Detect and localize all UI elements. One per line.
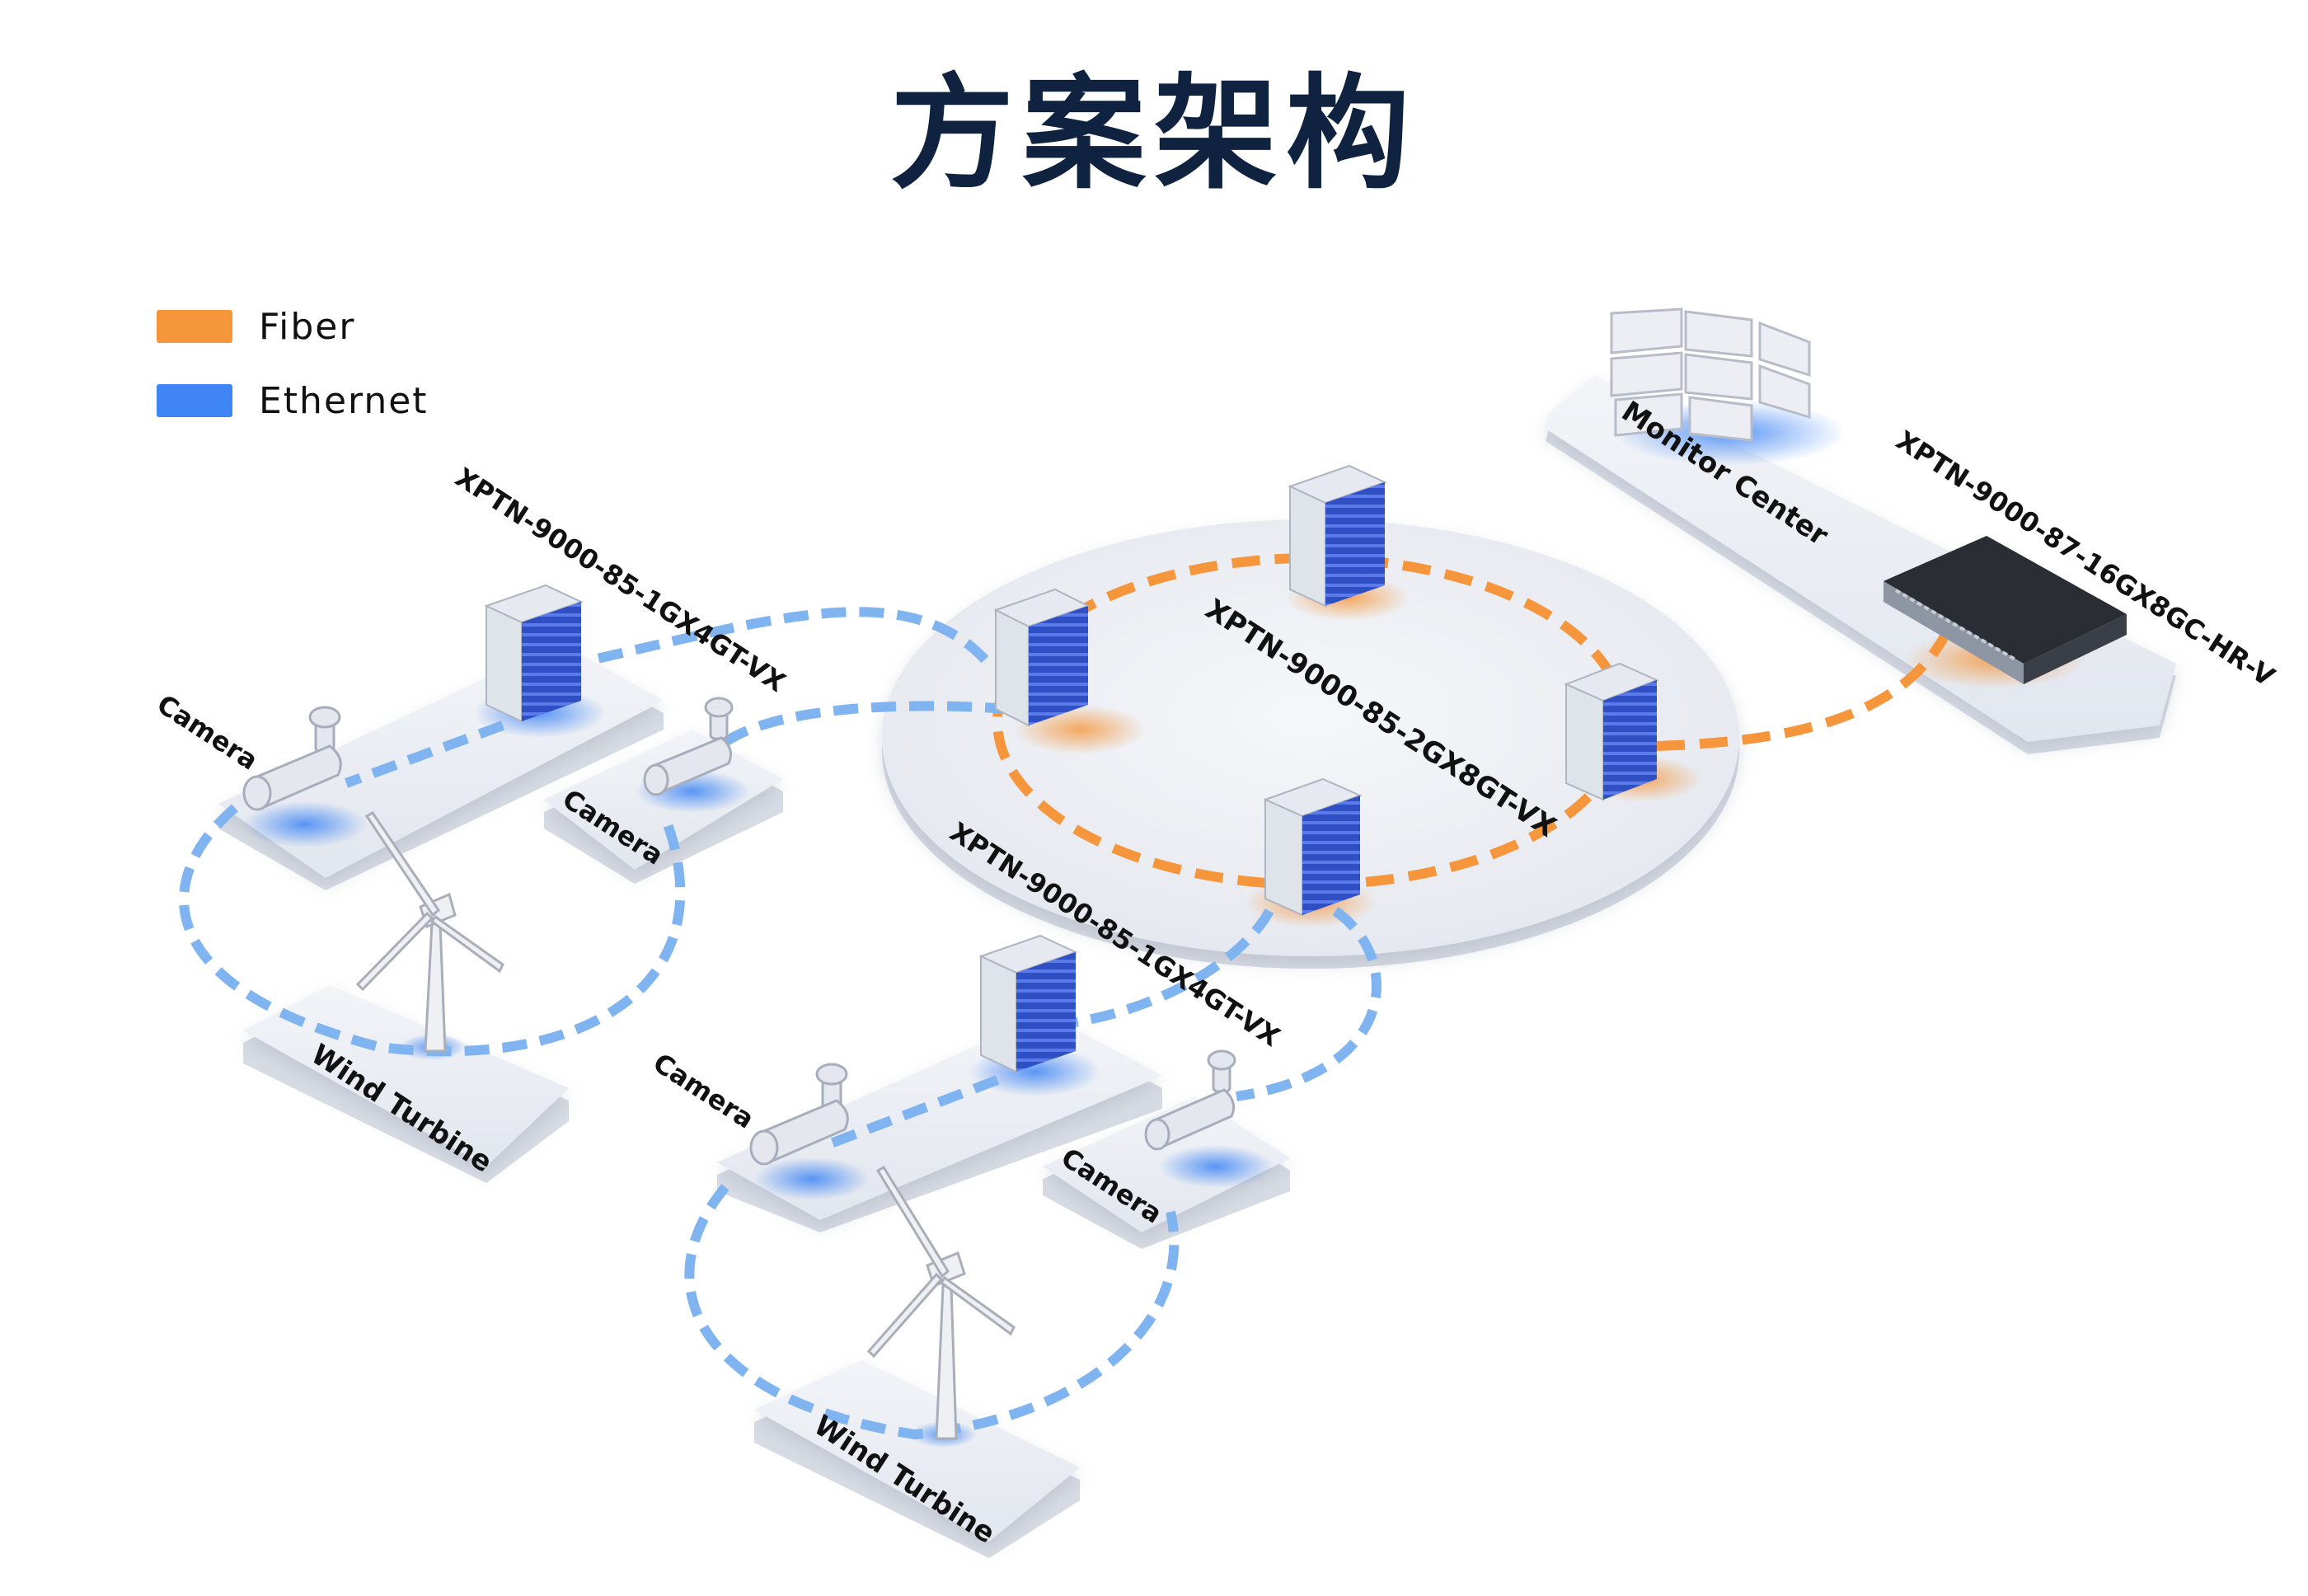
site1-wind-turbine — [355, 811, 504, 1053]
site1-camera-b — [643, 697, 734, 796]
eth-site2-loop — [684, 1184, 1180, 1440]
site1-switch — [484, 584, 584, 723]
site2-wind-platform — [754, 1360, 1080, 1558]
legend: Fiber Ethernet — [157, 303, 429, 452]
legend-item-fiber: Fiber — [157, 303, 429, 350]
legend-label-fiber: Fiber — [259, 305, 356, 348]
eth-core-site1-outer — [592, 607, 989, 664]
eth-site1-main — [344, 721, 505, 788]
label-site1-camera-a: Camera — [152, 688, 264, 777]
site1-camera-a — [242, 706, 342, 811]
fiber-core-to-monitor — [1656, 632, 1950, 751]
site2-wind-turbine — [866, 1165, 1016, 1440]
eth-site1-loop — [179, 804, 686, 1057]
legend-item-ethernet: Ethernet — [157, 378, 429, 424]
eth-site2-main — [822, 1075, 1000, 1151]
monitor-wall — [1610, 307, 1811, 442]
legend-swatch-ethernet — [157, 384, 232, 417]
label-site2-camera-a: Camera — [648, 1047, 760, 1135]
eth-core-site2-b — [1236, 907, 1382, 1101]
site2-camera-a — [749, 1063, 849, 1166]
ring-switch-4 — [1263, 777, 1363, 917]
core-ring-platform — [882, 519, 1739, 969]
eth-core-site2-a — [1074, 908, 1274, 1027]
site2-switch — [978, 934, 1078, 1073]
page-title: 方案架构 — [889, 63, 1418, 206]
ring-switch-1 — [993, 588, 1091, 727]
core-rack-switch — [1883, 536, 2127, 684]
ring-switch-2 — [1288, 464, 1387, 608]
site2-camera-b — [1144, 1049, 1236, 1151]
legend-label-ethernet: Ethernet — [259, 379, 429, 422]
eth-core-site1-inner — [722, 701, 1011, 747]
legend-swatch-fiber — [157, 310, 232, 343]
ethernet-links — [179, 607, 1382, 1440]
ring-switch-3 — [1564, 662, 1659, 801]
